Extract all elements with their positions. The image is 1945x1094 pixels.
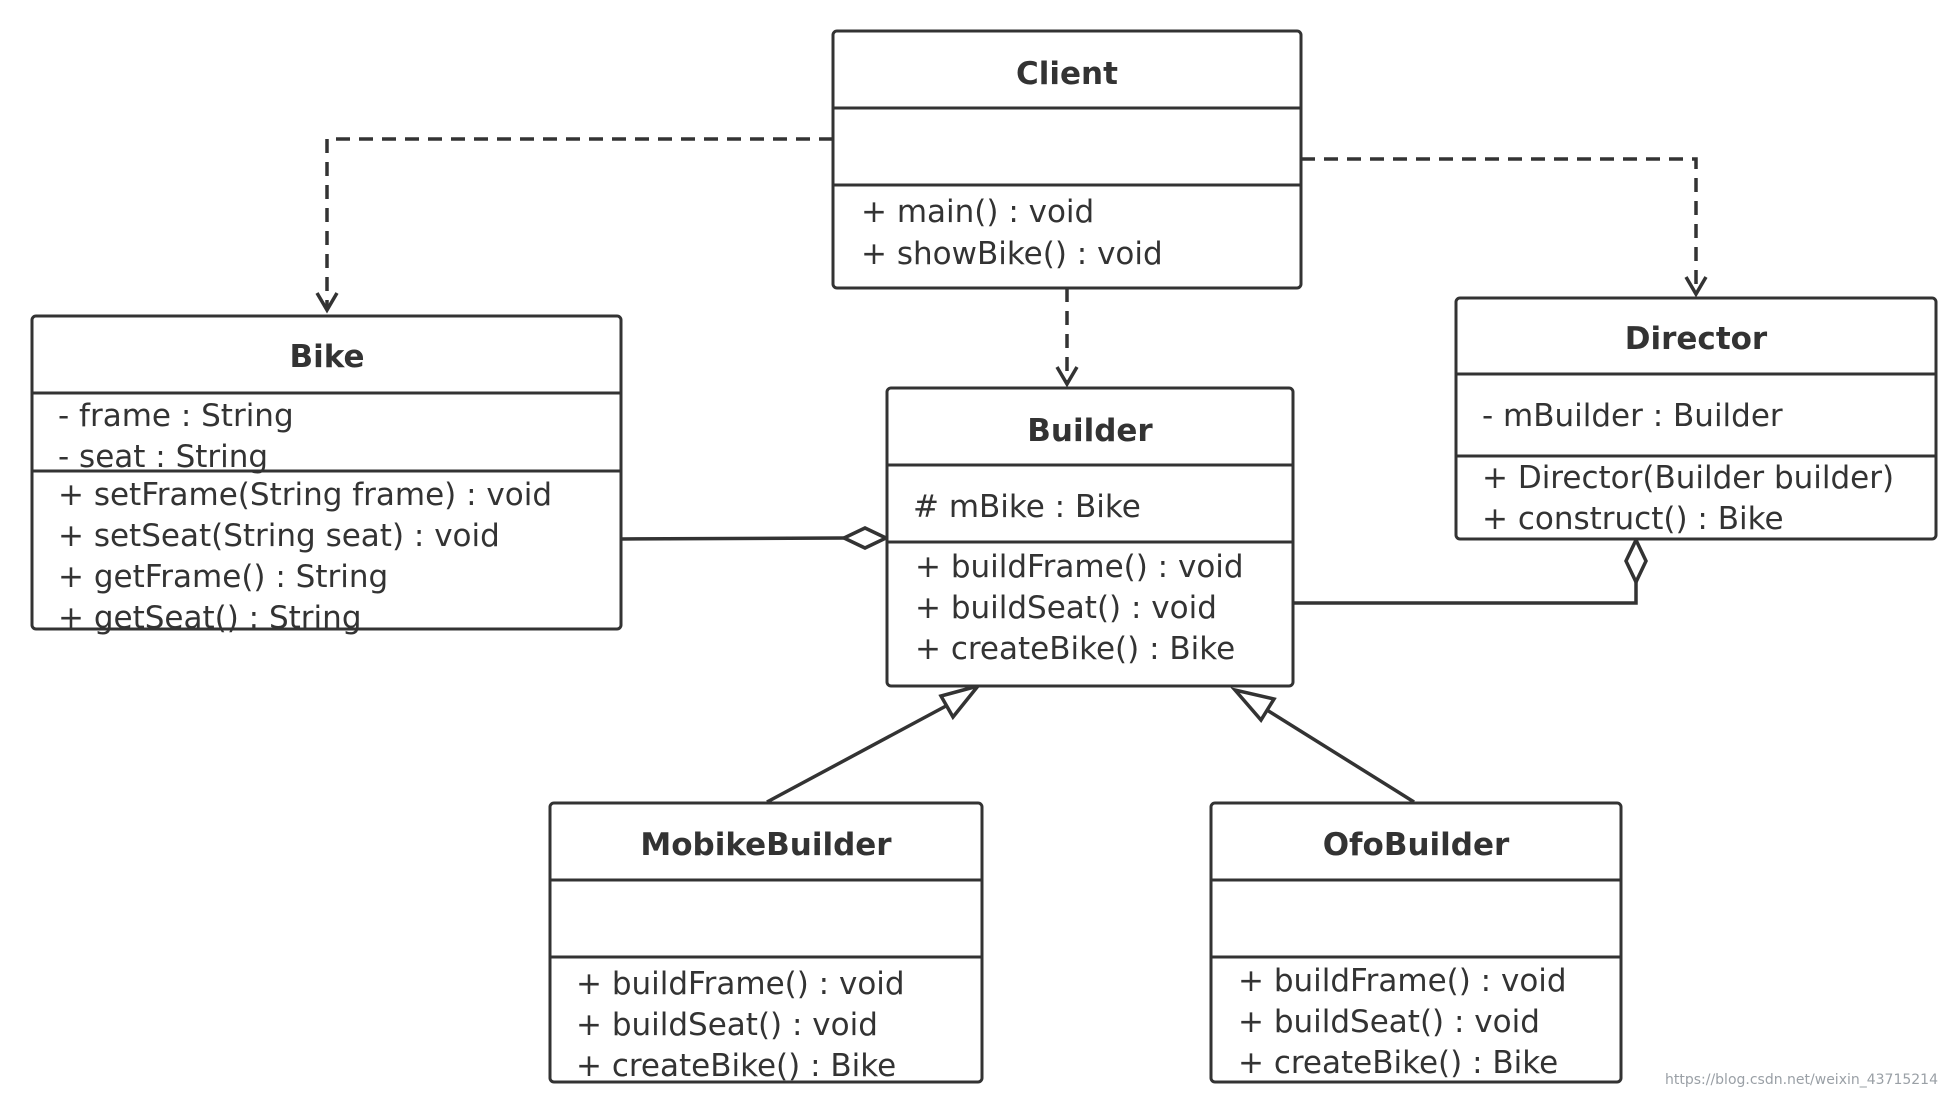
class-director-name: Director	[1625, 321, 1768, 357]
class-mobikebuilder-method: + buildFrame() : void	[576, 966, 905, 1002]
generalization-mobikebuilder-arrowhead	[938, 682, 983, 721]
class-builder: Builder # mBike : Bike + buildFrame() : …	[885, 386, 1295, 688]
class-builder-name: Builder	[1027, 413, 1153, 449]
class-ofobuilder-method: + buildFrame() : void	[1238, 963, 1567, 999]
generalization-mobikebuilder-builder	[766, 704, 947, 804]
class-ofobuilder-method: + createBike() : Bike	[1238, 1045, 1558, 1081]
class-ofobuilder-method: + buildSeat() : void	[1238, 1004, 1540, 1040]
generalization-ofobuilder-builder	[1266, 708, 1415, 804]
class-ofobuilder-name: OfoBuilder	[1323, 827, 1510, 863]
class-bike-method: + setFrame(String frame) : void	[58, 477, 552, 513]
class-mobikebuilder-box	[548, 801, 984, 1084]
dependency-client-builder-arrowhead	[1055, 366, 1079, 388]
class-mobikebuilder: MobikeBuilder + buildFrame() : void + bu…	[548, 801, 984, 1084]
class-bike-name: Bike	[289, 339, 364, 375]
relationship-edges	[315, 137, 1708, 804]
aggregation-director-builder-diamond	[1624, 535, 1648, 587]
class-bike-method: + getFrame() : String	[58, 559, 388, 595]
class-builder-method: + buildSeat() : void	[915, 590, 1217, 626]
class-mobikebuilder-method: + createBike() : Bike	[576, 1048, 896, 1084]
class-builder-attribute: # mBike : Bike	[913, 489, 1141, 525]
class-mobikebuilder-name: MobikeBuilder	[640, 827, 892, 863]
class-client-box	[831, 29, 1303, 290]
dependency-client-bike-arrowhead	[315, 292, 339, 314]
class-bike-attribute: - frame : String	[58, 398, 294, 434]
class-director: Director - mBuilder : Builder + Director…	[1454, 296, 1938, 541]
class-bike-method: + getSeat() : String	[58, 600, 362, 636]
class-builder-box	[885, 386, 1295, 688]
class-director-box	[1454, 296, 1938, 541]
class-builder-method: + buildFrame() : void	[915, 549, 1244, 585]
class-ofobuilder-box	[1209, 801, 1623, 1084]
dependency-client-director	[1301, 157, 1698, 292]
class-director-method: + Director(Builder builder)	[1482, 460, 1894, 496]
class-director-method: + construct() : Bike	[1482, 501, 1784, 537]
aggregation-builder-bike-diamond	[839, 526, 891, 550]
class-ofobuilder: OfoBuilder + buildFrame() : void + build…	[1209, 801, 1623, 1084]
class-bike-method: + setSeat(String seat) : void	[58, 518, 500, 554]
aggregation-builder-bike	[619, 536, 845, 541]
class-director-attribute: - mBuilder : Builder	[1482, 398, 1783, 434]
class-client: Client + main() : void + showBike() : vo…	[831, 29, 1303, 290]
class-client-name: Client	[1016, 56, 1118, 92]
dependency-client-director-arrowhead	[1684, 276, 1708, 298]
class-builder-method: + createBike() : Bike	[915, 631, 1235, 667]
class-client-method: + main() : void	[861, 194, 1094, 230]
generalization-ofobuilder-arrowhead	[1230, 687, 1277, 723]
class-client-method: + showBike() : void	[861, 236, 1163, 272]
class-bike-attribute: - seat : String	[58, 439, 268, 475]
watermark-text: https://blog.csdn.net/weixin_43715214	[1665, 1072, 1938, 1088]
aggregation-director-builder	[1293, 582, 1638, 605]
class-bike: Bike - frame : String - seat : String + …	[30, 314, 623, 636]
class-mobikebuilder-method: + buildSeat() : void	[576, 1007, 878, 1043]
dependency-client-bike	[325, 137, 833, 308]
